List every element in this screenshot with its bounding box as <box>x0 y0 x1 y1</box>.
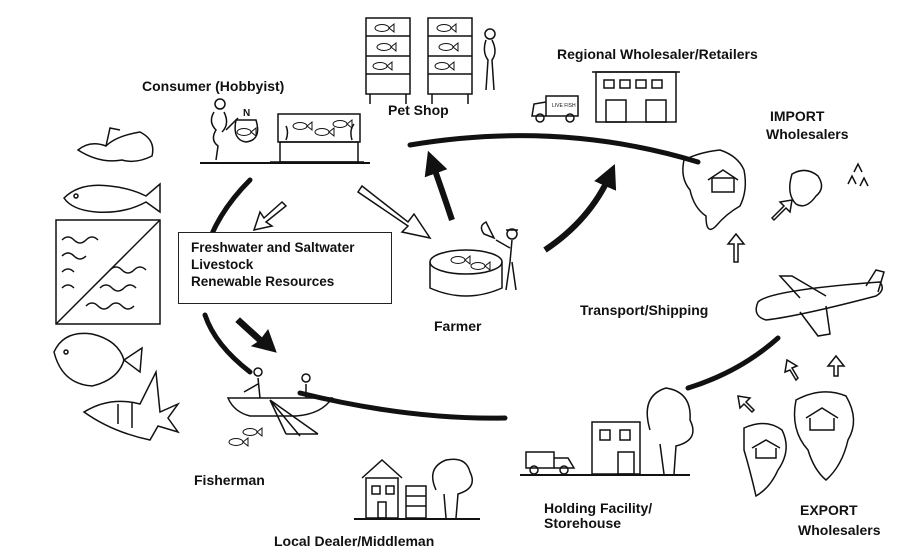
farmer-tank-icon <box>429 249 503 297</box>
hollow-arrow-to-box <box>252 200 288 232</box>
hollow-arrow-consumer-to-farmer <box>356 184 432 240</box>
box-line-1: Freshwater and Saltwater <box>191 240 355 255</box>
label-fisherman: Fisherman <box>194 472 265 488</box>
arc-bottom <box>297 390 508 421</box>
butterflyfish-icon <box>53 332 143 387</box>
import-map-icon <box>682 149 869 231</box>
farmer-figure <box>480 220 518 291</box>
fishing-boat-icon <box>226 367 334 447</box>
angelfish-icon <box>82 369 181 441</box>
label-regional-wholesaler: Regional Wholesaler/Retailers <box>557 46 758 62</box>
pickup-truck-icon <box>525 451 576 475</box>
import-arrows <box>726 199 793 263</box>
label-farmer: Farmer <box>434 318 482 334</box>
arc-left-lower <box>202 312 253 375</box>
label-import-line1: IMPORT <box>770 108 825 124</box>
cycle-arcs <box>197 133 781 421</box>
label-consumer: Consumer (Hobbyist) <box>142 78 285 94</box>
label-local-dealer: Local Dealer/Middleman <box>274 533 435 549</box>
water-panel-icon <box>55 219 161 325</box>
export-map-icon <box>743 391 855 498</box>
farmer-arrows <box>424 150 617 253</box>
consumer-figure <box>210 98 239 161</box>
holding-facility-icon <box>591 387 694 475</box>
solid-arrow-to-fisherman <box>235 317 277 353</box>
arc-top <box>407 133 701 165</box>
arc-right <box>685 335 781 391</box>
label-transport: Transport/Shipping <box>580 302 709 318</box>
label-export-line2: Wholesalers <box>798 522 881 538</box>
arrow-farmer-to-petshop <box>424 150 455 221</box>
local-dealer-house-icon <box>361 458 473 519</box>
label-holding-line1: Holding Facility/ <box>544 500 653 516</box>
wholesaler-building <box>592 71 680 123</box>
box-line-3: Renewable Resources <box>191 274 335 289</box>
box-line-2: Livestock <box>191 257 254 272</box>
truck-sign: LIVE FISH <box>552 103 576 109</box>
guppy-fish-icon <box>76 127 154 163</box>
delivery-truck-icon <box>531 95 579 123</box>
bag-mark: N <box>243 108 250 119</box>
arrow-farmer-to-wholesaler <box>543 164 617 253</box>
shopkeeper-figure <box>483 28 496 91</box>
export-arrows <box>737 354 846 414</box>
center-info-box: Freshwater and Saltwater Livestock Renew… <box>178 232 392 304</box>
airplane-icon <box>755 269 885 337</box>
tetra-fish-icon <box>63 182 161 214</box>
pet-shop-shelves <box>365 17 473 104</box>
label-import-line2: Wholesalers <box>766 126 849 142</box>
label-export-line1: EXPORT <box>800 502 858 518</box>
aquarium-icon <box>270 113 364 163</box>
label-holding-line2: Storehouse <box>544 515 622 531</box>
label-pet-shop: Pet Shop <box>388 102 449 118</box>
fish-bag-icon <box>234 119 259 143</box>
